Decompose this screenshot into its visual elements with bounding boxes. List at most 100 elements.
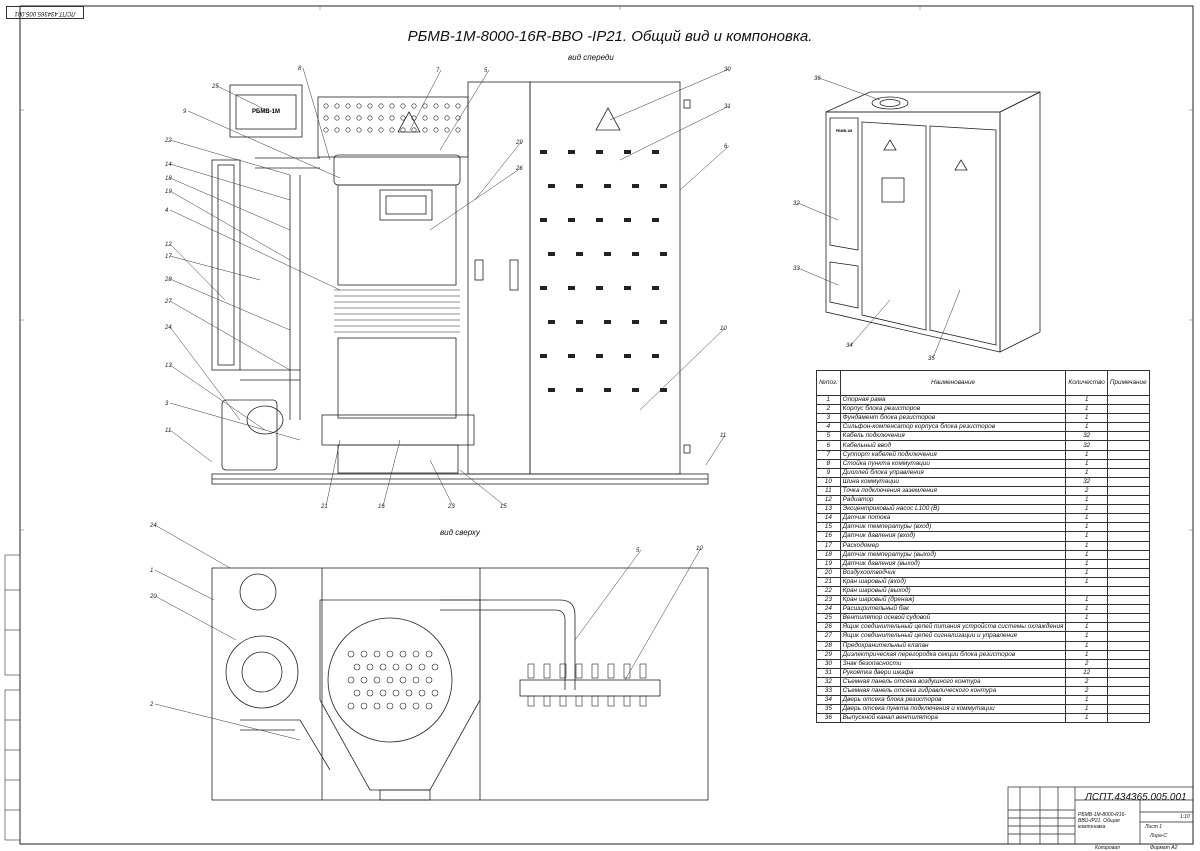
spec-cell-pos: 1 xyxy=(816,394,841,406)
callout-label: 34 xyxy=(846,343,853,349)
door-bushing xyxy=(632,388,639,392)
spec-cell-note xyxy=(1106,667,1150,678)
leader-line xyxy=(154,569,215,601)
leader-line xyxy=(624,547,702,681)
col-name-header: Наименование xyxy=(839,370,1067,396)
leader-line xyxy=(302,67,331,161)
leader-line xyxy=(429,167,522,231)
spec-cell-qty: 1 xyxy=(1065,604,1108,615)
spec-cell-pos: 3 xyxy=(816,413,841,424)
door-bushing xyxy=(540,218,547,222)
leader-line xyxy=(619,105,730,161)
door-bushing xyxy=(652,286,659,290)
spec-cell-name: Эксцентриковый насос L100 (В) xyxy=(839,504,1067,515)
callout-label: 3 xyxy=(165,401,169,407)
spec-cell-qty: 1 xyxy=(1065,631,1108,642)
spec-cell-note xyxy=(1106,658,1150,669)
spec-cell-pos: 35 xyxy=(816,704,841,715)
door-bushing xyxy=(660,388,667,392)
leader-line xyxy=(932,289,961,359)
leader-line xyxy=(474,141,522,201)
spec-cell-qty: 1 xyxy=(1065,513,1108,524)
leader-line xyxy=(169,163,291,201)
leader-line xyxy=(574,549,642,641)
spec-cell-note xyxy=(1106,413,1150,424)
spec-cell-qty: 1 xyxy=(1065,467,1108,478)
spec-cell-qty: 32 xyxy=(1065,440,1108,451)
spec-cell-qty: 1 xyxy=(1065,622,1108,633)
spec-cell-pos: 13 xyxy=(816,504,841,515)
spec-cell-note xyxy=(1106,649,1150,660)
spec-cell-qty: 1 xyxy=(1065,495,1108,506)
spec-cell-pos: 32 xyxy=(816,676,841,688)
leader-line xyxy=(169,429,213,463)
callout-label: 16 xyxy=(378,504,385,510)
busbar-terminals xyxy=(527,663,647,707)
spec-cell-pos: 8 xyxy=(816,458,841,469)
spec-cell-qty: 1 xyxy=(1065,504,1108,515)
door-bushing xyxy=(604,184,611,188)
spec-cell-name: Шина коммутации xyxy=(839,476,1067,487)
door-bushing xyxy=(660,184,667,188)
callout-label: 11 xyxy=(165,428,171,434)
title-block-sheet: Лист 1 xyxy=(1145,824,1163,830)
spec-cell-pos: 23 xyxy=(816,595,841,606)
nameplate-text: РБМВ-1М xyxy=(252,109,280,115)
spec-cell-note xyxy=(1106,567,1150,578)
leader-line xyxy=(679,145,730,191)
door-bushing xyxy=(624,354,631,358)
spec-cell-name: Радиатор xyxy=(839,495,1067,506)
spec-cell-qty: 2 xyxy=(1065,676,1108,688)
spec-cell-pos: 4 xyxy=(816,422,841,433)
spec-cell-qty: 1 xyxy=(1065,531,1108,542)
callout-label: 6 xyxy=(724,144,728,150)
callout-label: 5 xyxy=(484,68,488,74)
spec-cell-note xyxy=(1106,522,1150,533)
door-bushing xyxy=(604,388,611,392)
callout-label: 30 xyxy=(724,67,731,73)
spec-cell-name: Датчик потока xyxy=(839,513,1067,524)
leader-line xyxy=(639,327,726,411)
leader-line xyxy=(705,434,726,466)
callout-label: 14 xyxy=(165,162,172,168)
spec-cell-pos: 18 xyxy=(816,549,841,560)
spec-cell-name: Воздухоотводчик xyxy=(839,567,1067,578)
spec-cell-note xyxy=(1106,531,1150,542)
callout-label: 2 xyxy=(149,702,154,708)
spec-cell-qty: 32 xyxy=(1065,476,1108,487)
spec-cell-note xyxy=(1106,613,1150,624)
iso-nameplate: РБМВ-1М xyxy=(836,129,852,133)
spec-cell-note xyxy=(1106,631,1150,642)
door-bushing xyxy=(540,354,547,358)
leader-line xyxy=(409,69,442,131)
spec-cell-pos: 34 xyxy=(816,695,841,706)
spec-cell-pos: 11 xyxy=(816,485,841,497)
leader-line xyxy=(216,85,267,111)
leader-line xyxy=(169,255,261,281)
spec-cell-name: Кабель подключения xyxy=(839,431,1067,442)
callout-label: 24 xyxy=(149,523,157,529)
callout-label: 17 xyxy=(165,254,172,260)
door-bushing xyxy=(604,320,611,324)
leader-line xyxy=(609,68,730,121)
title-block-format: Формат А2 xyxy=(1150,845,1178,851)
leader-line xyxy=(169,209,341,291)
spec-cell-note xyxy=(1106,394,1150,406)
callout-label: 28 xyxy=(164,277,172,283)
spec-cell-pos: 19 xyxy=(816,558,841,569)
leader-line xyxy=(325,439,341,507)
tank-top-holes xyxy=(347,650,439,710)
spec-cell-name: Съемная панель отсека воздушного контура xyxy=(839,676,1067,688)
